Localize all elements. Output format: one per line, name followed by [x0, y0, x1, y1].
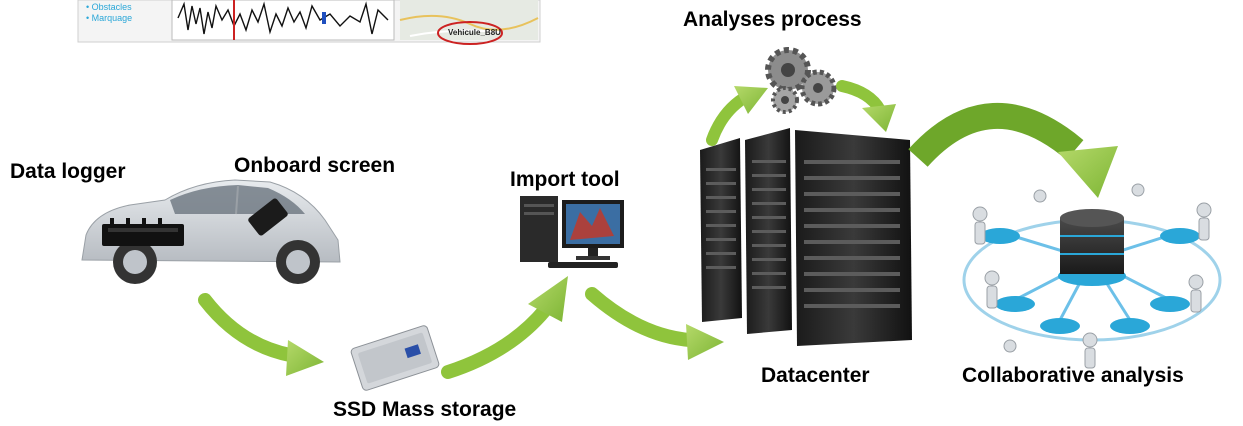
flow-arrows [198, 80, 1118, 379]
import-tool-image [520, 196, 624, 268]
analyses-gears-image [765, 47, 837, 114]
label-ssd-mass-storage: SSD Mass storage [333, 398, 517, 421]
label-onboard-screen: Onboard screen [234, 154, 396, 177]
legend-item-obstacles: • Obstacles [86, 2, 132, 12]
label-import-tool: Import tool [510, 168, 620, 191]
dashboard-thumbnail [77, 0, 541, 45]
arrow-car-to-ssd [198, 293, 324, 376]
arrow-import-to-datacenter [585, 287, 724, 360]
arrow-datacenter-to-collaborative [908, 102, 1118, 198]
arrow-datacenter-to-gears [706, 86, 768, 146]
datacenter-servers-image [700, 128, 912, 346]
label-datacenter: Datacenter [761, 364, 870, 387]
legend-label: Obstacles [91, 2, 132, 12]
data-logger-device [102, 218, 184, 246]
vehicle-marker-label: Vehicule_B8U [448, 28, 501, 37]
legend-item-marquage: • Marquage [86, 13, 133, 23]
collaborative-hub-image [962, 183, 1222, 369]
car-image [81, 179, 341, 284]
legend-label: Marquage [91, 13, 133, 23]
label-data-logger: Data logger [10, 160, 126, 183]
onboard-screen-device [248, 198, 288, 236]
ssd-image [350, 325, 440, 391]
arrow-gears-to-datacenter [836, 80, 896, 132]
vehicle-marker-highlight [437, 21, 503, 45]
signal-trace [177, 1, 389, 35]
arrow-ssd-to-import [441, 276, 568, 379]
label-collaborative-analysis: Collaborative analysis [962, 364, 1184, 387]
label-analyses-process: Analyses process [683, 8, 862, 31]
